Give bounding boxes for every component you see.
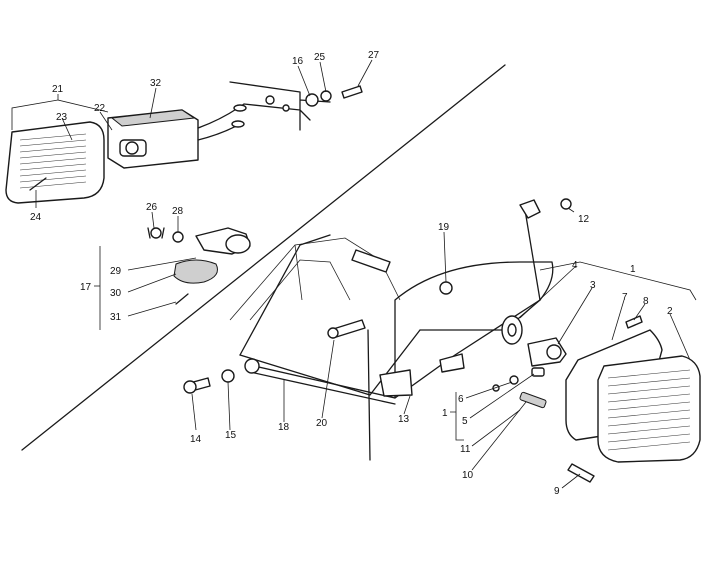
bracket-hole-1	[265, 95, 275, 105]
spring-10	[519, 391, 547, 409]
washer-15	[221, 369, 235, 383]
callout-26: 26	[146, 202, 158, 213]
headlight-lens-pattern	[607, 369, 691, 451]
callout-3: 3	[590, 280, 596, 291]
nut-16	[305, 93, 319, 107]
tail-light-housing-top	[110, 109, 196, 127]
turn-signal-lens-30	[173, 259, 218, 284]
bracket-hole-2	[282, 104, 290, 112]
subframe-upper-stay	[524, 209, 541, 301]
callout-11: 11	[460, 444, 471, 455]
section-divider-line	[21, 64, 506, 451]
lens-screw	[29, 177, 47, 191]
callout-8: 8	[643, 296, 649, 307]
screw-8	[625, 315, 643, 329]
callout-2: 2	[667, 306, 673, 317]
subframe-down-tube	[367, 329, 371, 461]
main-frame-outline	[229, 237, 401, 321]
callout-13: 13	[398, 414, 410, 425]
callout-24: 24	[30, 212, 42, 223]
wing-nut-26	[150, 227, 162, 239]
callout-32: 32	[150, 78, 162, 89]
spacer-5	[531, 367, 545, 377]
callout-10: 10	[462, 470, 474, 481]
tail-light-lens	[5, 121, 105, 204]
callout-25: 25	[314, 52, 326, 63]
turn-signal-group	[99, 227, 251, 330]
callout-7: 7	[622, 292, 628, 303]
callout-20: 20	[316, 418, 328, 429]
callout-23: 23	[56, 112, 68, 123]
callout-1b: 1	[442, 408, 448, 419]
callout-12: 12	[578, 214, 590, 225]
callout-18: 18	[278, 422, 290, 433]
wing-nut-26-wings	[147, 227, 165, 239]
subframe-bracket-center	[439, 353, 465, 373]
callout-16: 16	[292, 56, 304, 67]
bolt-9	[567, 463, 595, 483]
bolt-27	[341, 85, 363, 99]
callout-19: 19	[438, 222, 450, 233]
leader-lines	[11, 59, 691, 489]
callout-31: 31	[110, 312, 122, 323]
callout-14: 14	[190, 434, 202, 445]
headlight-group	[492, 261, 701, 483]
bulb	[125, 141, 139, 155]
tail-light-lens-grille	[19, 133, 87, 189]
callout-28: 28	[172, 206, 184, 217]
callout-30: 30	[110, 288, 122, 299]
nut-12	[560, 198, 572, 210]
callout-21: 21	[52, 84, 64, 95]
frame-tube-cross	[239, 329, 421, 396]
washer-11	[492, 384, 500, 392]
callout-22: 22	[94, 103, 106, 114]
callout-labels: 21 22 23 32 24 16 25 27 26 28 29 17 30 3…	[30, 50, 673, 497]
subframe-bracket-left	[351, 249, 391, 273]
callout-17: 17	[80, 282, 92, 293]
callout-5: 5	[462, 416, 468, 427]
bolt-14-head	[183, 380, 197, 394]
callout-4: 4	[572, 260, 578, 271]
nut-6	[509, 375, 519, 385]
callout-29: 29	[110, 266, 122, 277]
washer-28	[172, 231, 184, 243]
washer-25	[320, 90, 332, 102]
tail-light-group	[5, 81, 363, 204]
bolt-20-head	[327, 327, 339, 339]
callout-9: 9	[554, 486, 560, 497]
side-tube-18-lower	[249, 371, 396, 405]
wire-connector-1	[233, 104, 247, 112]
callout-27: 27	[368, 50, 380, 61]
frame-tube-left	[239, 234, 331, 356]
adjuster-knob	[546, 344, 562, 360]
headlight-group-bracket	[539, 261, 697, 301]
nut-19	[439, 281, 453, 295]
turn-signal-gasket	[225, 234, 251, 254]
headlight-subframe-group	[183, 198, 572, 461]
rubber-mount-4-inner	[507, 323, 517, 337]
upper-stay-tab	[519, 199, 541, 219]
wire-connector-2	[231, 120, 245, 128]
callout-6: 6	[458, 394, 464, 405]
subframe-bracket-right	[379, 369, 413, 397]
callout-15: 15	[225, 430, 237, 441]
side-tube-18	[249, 364, 396, 399]
callout-1: 1	[630, 264, 636, 275]
frame-pivot	[244, 358, 260, 374]
turn-signal-screw-31	[175, 293, 189, 305]
